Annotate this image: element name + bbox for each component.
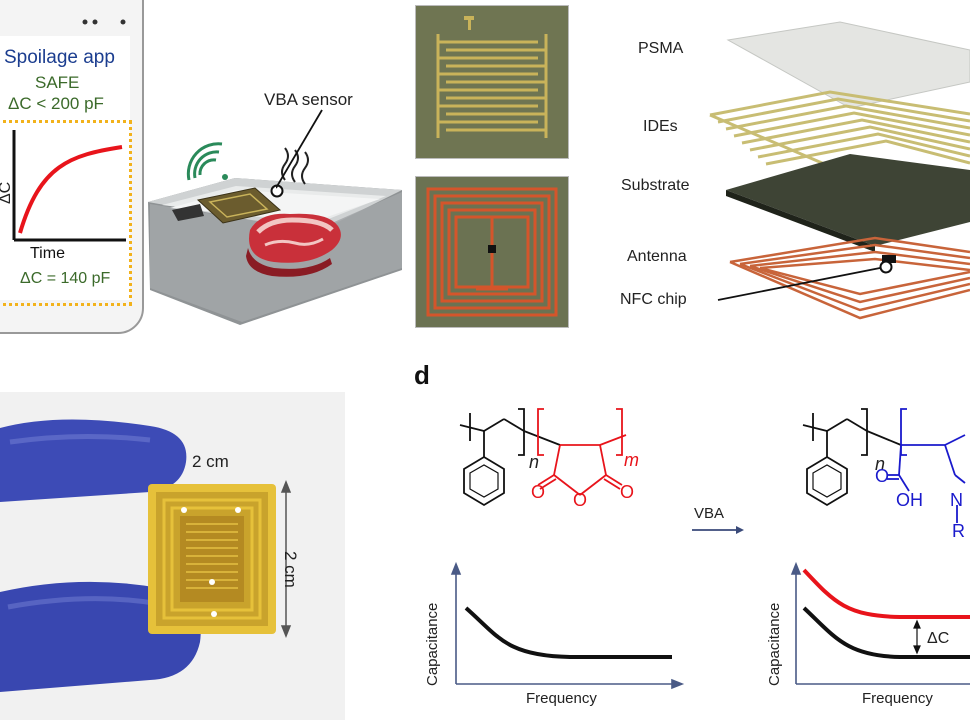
delta-c-label: ΔC	[927, 630, 950, 647]
oh-label: OH	[896, 490, 923, 510]
subscript-n-right: n	[875, 454, 886, 474]
wireless-icon	[186, 142, 223, 181]
app-curve	[18, 145, 123, 234]
app-graph	[12, 130, 126, 242]
subscript-n-left: n	[529, 452, 540, 472]
app-graph-x-label: Time	[30, 245, 65, 262]
nfc-chip	[882, 255, 896, 263]
psma-layer	[726, 21, 970, 109]
antenna-layer	[729, 236, 970, 320]
nh-label: N	[950, 490, 963, 510]
width-dimension-label: 2 cm	[192, 452, 229, 471]
psma-structure	[459, 408, 627, 507]
oxygen-bridge: O	[573, 490, 588, 510]
layer-label-psma: PSMA	[638, 40, 684, 57]
r-group-label: R	[952, 521, 965, 541]
ide-tile	[415, 5, 569, 159]
antenna-tile	[415, 176, 569, 328]
substrate-layer	[726, 154, 970, 246]
vba-polymer-structure	[802, 408, 966, 523]
reaction-label: VBA	[694, 505, 725, 522]
right-graph-x-label: Frequency	[862, 690, 933, 707]
oxygen-acid: O	[875, 466, 890, 486]
exploded-layers	[709, 21, 970, 320]
sensor-chip-photo	[148, 484, 276, 634]
baseline-curve-left	[464, 606, 672, 659]
reaction-arrow	[692, 526, 744, 534]
app-graph-y-label: ΔC	[0, 181, 14, 204]
layer-label-nfc-chip: NFC chip	[620, 291, 687, 308]
sensor-chip	[196, 187, 282, 224]
app-status: SAFE	[35, 73, 80, 92]
sensor-pointer-line	[276, 109, 323, 189]
app-threshold: ΔC < 200 pF	[8, 94, 104, 113]
panel-letter-d: d	[414, 360, 430, 390]
baseline-curve-right	[802, 606, 970, 659]
subscript-m: m	[624, 450, 639, 470]
oxygen-left: O	[531, 482, 546, 502]
sensor-label: VBA sensor	[264, 90, 353, 109]
right-graph-y-label: Capacitance	[766, 602, 783, 686]
height-dimension-label: 2 cm	[281, 551, 300, 588]
app-title: Spoilage app	[4, 47, 115, 68]
layer-label-ides: IDEs	[643, 118, 678, 135]
oxygen-right: O	[620, 482, 635, 502]
app-graph-frame	[0, 120, 132, 306]
vba-curve	[802, 568, 970, 619]
left-graph-y-label: Capacitance	[424, 602, 441, 686]
phone-screen	[0, 36, 130, 300]
ide-layer	[709, 90, 970, 177]
capacitance-graph-right	[790, 561, 970, 685]
layer-label-antenna: Antenna	[627, 248, 687, 265]
food-box	[148, 142, 402, 325]
capacitance-graph-left	[450, 561, 685, 690]
sensor-photo	[0, 392, 345, 720]
layer-label-substrate: Substrate	[621, 177, 690, 194]
meat	[249, 213, 341, 263]
app-graph-reading: ΔC = 140 pF	[20, 270, 111, 287]
left-graph-x-label: Frequency	[526, 690, 597, 707]
phone-camera-dots	[80, 14, 130, 32]
